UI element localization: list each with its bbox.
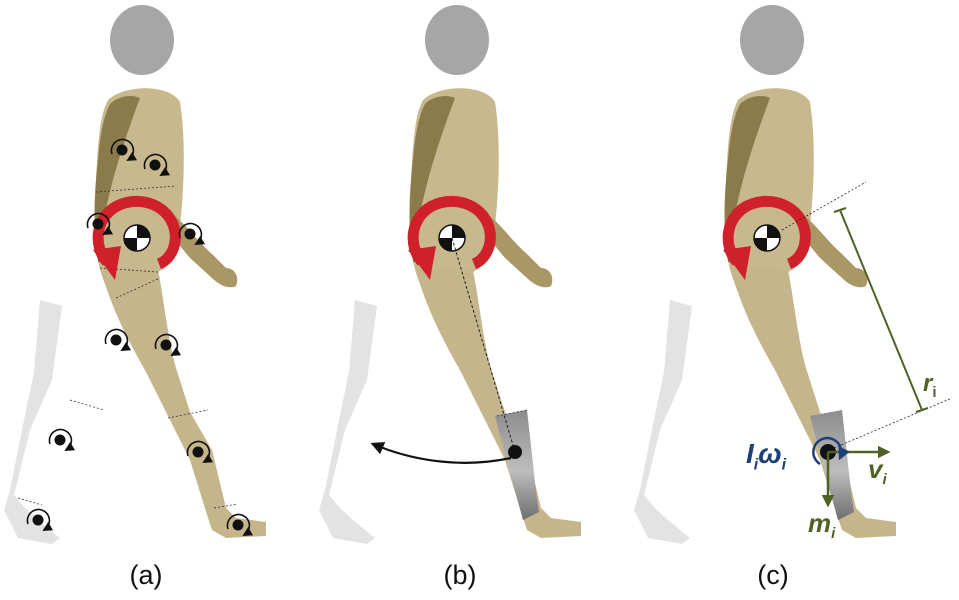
velocity-subscript: i	[882, 471, 886, 488]
radius-label: ri	[923, 370, 937, 401]
omega-subscript: i	[782, 457, 786, 474]
panel-label-b: (b)	[420, 560, 500, 591]
panel-label-a: (a)	[106, 560, 186, 591]
mass-subscript: i	[831, 525, 835, 542]
velocity-symbol: v	[868, 454, 882, 484]
highlighted-shank	[495, 410, 539, 520]
radius-subscript: i	[932, 384, 936, 401]
velocity-label: vi	[868, 454, 887, 488]
omega-symbol: ω	[758, 438, 781, 469]
panel-b	[319, 5, 581, 544]
panel-a	[4, 5, 266, 544]
panel-label-c: (c)	[733, 560, 813, 591]
inertia-symbol: I	[746, 438, 754, 469]
segment-com	[508, 445, 522, 459]
highlighted-shank	[810, 410, 854, 520]
panel-c	[634, 5, 952, 544]
swing-arrow	[373, 444, 511, 463]
mass-symbol: m	[808, 508, 831, 538]
radius-symbol: r	[923, 370, 932, 397]
angular-momentum-label: Iiωi	[746, 438, 786, 475]
whole-body-com	[124, 225, 150, 251]
whole-body-com	[754, 225, 780, 251]
mass-label: mi	[808, 508, 835, 542]
